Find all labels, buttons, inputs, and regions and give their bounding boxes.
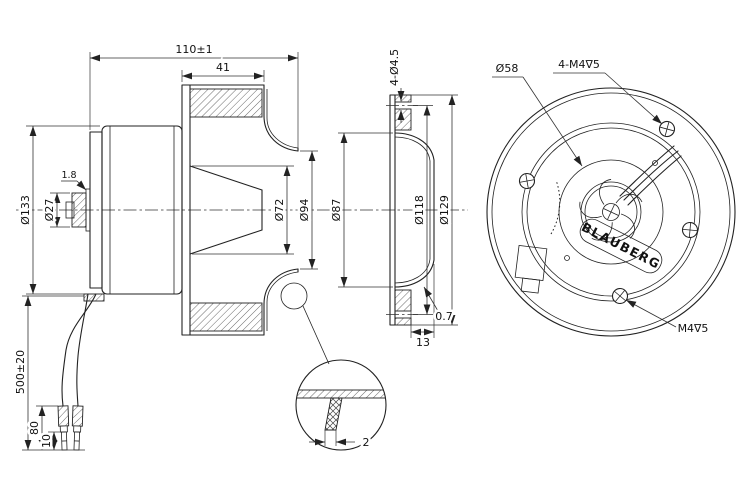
dim-flange-depth: 13 bbox=[410, 264, 435, 352]
dim-hub-diameter: Ø72 bbox=[192, 165, 294, 255]
rotor-outer-circle bbox=[580, 181, 642, 243]
detail-circle bbox=[295, 359, 387, 451]
impeller-blades-bottom-section bbox=[189, 302, 263, 332]
engraving-arc bbox=[550, 179, 561, 235]
dim-cable-length-text: 500±20 bbox=[14, 350, 27, 394]
detail-marker-circle bbox=[280, 282, 308, 310]
label-mounting-holes-text: 4-M4∇5 bbox=[558, 58, 600, 71]
dim-overall-depth: 110±1 bbox=[89, 41, 299, 148]
impeller-blades-top-section bbox=[189, 88, 263, 118]
dim-sheet-thickness-text: 0.7 bbox=[435, 310, 453, 323]
dim-washer-thickness: 1.8 bbox=[59, 168, 87, 191]
impeller-outer-circle bbox=[486, 87, 736, 337]
mounting-screws bbox=[518, 120, 699, 305]
dim-washer-thickness-text: 1.8 bbox=[61, 170, 76, 181]
flange-bell-outer bbox=[394, 132, 435, 288]
terminal-box bbox=[514, 244, 548, 294]
dim-boss-diameter-text: Ø27 bbox=[43, 199, 56, 222]
dim-flange-depth-text: 13 bbox=[416, 336, 430, 349]
detail-link-line bbox=[302, 305, 330, 365]
front-view: BLAUBERG Ø58 4-M4∇5 M4∇5 bbox=[486, 56, 736, 338]
dim-cable-length: 500±20 bbox=[12, 295, 85, 451]
backplate-outer-circle bbox=[521, 122, 701, 302]
detail-backplate-section bbox=[296, 389, 386, 399]
dim-flange-holes: 4-Ø4.5 bbox=[386, 46, 405, 123]
detail-blade-section bbox=[324, 397, 343, 431]
dim-flange-holes-text: 4-Ø4.5 bbox=[388, 49, 401, 86]
label-mounting-holes: 4-M4∇5 bbox=[553, 56, 663, 125]
dim-boss-diameter: Ø27 bbox=[41, 192, 70, 228]
brand-label: BLAUBERG bbox=[579, 218, 663, 274]
center-screw bbox=[602, 203, 620, 221]
dim-overall-depth-text: 110±1 bbox=[175, 43, 212, 56]
flange-ring bbox=[389, 94, 396, 326]
dim-bolt-circle-diameter-text: Ø118 bbox=[413, 195, 426, 225]
impeller bbox=[181, 84, 299, 336]
label-screw-spec: M4∇5 bbox=[625, 299, 711, 338]
front-view-labels: Ø58 4-M4∇5 M4∇5 bbox=[492, 56, 711, 338]
dim-hub-diameter-text: Ø72 bbox=[273, 199, 286, 222]
motor bbox=[65, 125, 183, 302]
motor-rear-boss bbox=[71, 192, 87, 228]
rivet-1 bbox=[564, 255, 570, 261]
dim-impeller-depth: 41 bbox=[181, 59, 265, 82]
label-hub-diameter-text: Ø58 bbox=[496, 62, 519, 75]
motor-wires-front bbox=[619, 145, 682, 206]
dim-cable-split-length-text: 80 bbox=[28, 421, 41, 435]
dim-flange-outer-diameter: Ø129 bbox=[396, 94, 458, 326]
dim-sheet-thickness: 0.7 bbox=[423, 286, 455, 326]
mounting-screw-1 bbox=[658, 120, 676, 138]
dim-blade-thickness: 2 bbox=[309, 430, 372, 452]
hub-circle bbox=[558, 159, 664, 265]
dim-motor-diameter-text: Ø133 bbox=[19, 195, 32, 225]
label-screw-spec-text: M4∇5 bbox=[678, 322, 709, 335]
dim-inlet-diameter: Ø94 bbox=[296, 150, 318, 270]
wire-connector-2 bbox=[71, 405, 84, 451]
impeller-shroud bbox=[263, 84, 299, 336]
dim-bolt-circle-diameter: Ø118 bbox=[411, 105, 433, 315]
side-view-dimensions: 110±1 41 4-Ø4.5 Ø133 bbox=[12, 41, 458, 451]
detail-content bbox=[296, 389, 386, 431]
impeller-inner-rim-circle bbox=[491, 92, 731, 332]
wire-2 bbox=[76, 293, 89, 407]
dim-flange-outer-diameter-text: Ø129 bbox=[438, 195, 451, 225]
mounting-screw-3 bbox=[611, 287, 629, 305]
rotor-inner-circle bbox=[584, 185, 638, 239]
dim-blade-thickness-text: 2 bbox=[363, 436, 370, 449]
dim-terminal-length: 10 bbox=[38, 432, 60, 451]
wire-connector-1 bbox=[57, 405, 70, 451]
impeller-backplate bbox=[181, 84, 191, 336]
label-hub-diameter: Ø58 bbox=[492, 60, 583, 167]
dim-motor-diameter: Ø133 bbox=[17, 125, 100, 295]
flange-bolt-hole-bottom-b bbox=[394, 317, 412, 326]
backplate-inner-circle bbox=[526, 127, 696, 297]
flange-bolt-hole-top-a bbox=[394, 94, 412, 103]
flange-bolt-hole-bottom-a bbox=[394, 289, 412, 312]
wire-1 bbox=[61, 293, 97, 407]
flange-bolt-hole-top-b bbox=[394, 108, 412, 131]
dim-impeller-depth-text: 41 bbox=[216, 61, 230, 74]
rotor-hub-cone bbox=[189, 165, 263, 255]
dim-flange-inner-diameter-text: Ø87 bbox=[330, 199, 343, 222]
dim-cable-split-length: 80 bbox=[26, 405, 58, 450]
side-view: 110±1 41 4-Ø4.5 Ø133 bbox=[12, 41, 468, 452]
dim-inlet-diameter-text: Ø94 bbox=[298, 199, 311, 222]
power-wires bbox=[57, 293, 97, 451]
dim-terminal-length-text: 10 bbox=[40, 434, 53, 448]
dim-flange-inner-diameter: Ø87 bbox=[328, 132, 393, 288]
mounting-screw-2 bbox=[518, 172, 536, 190]
mounting-screw-4 bbox=[681, 221, 699, 239]
rivet-2 bbox=[652, 160, 658, 166]
detail-callout: 2 bbox=[280, 282, 387, 452]
